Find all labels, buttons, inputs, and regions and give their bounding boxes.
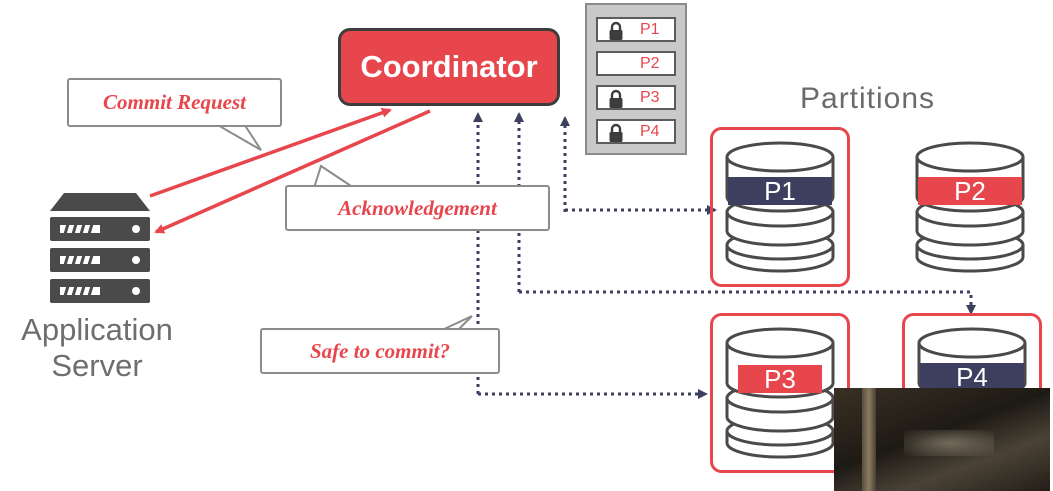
partition-label: P1 <box>764 176 796 206</box>
partition-p1: P1 <box>710 127 850 287</box>
partition-p3: P3 <box>710 313 850 473</box>
padlock-icon <box>609 21 623 40</box>
dotted-line-p4-h <box>519 290 976 315</box>
database-cylinder-icon <box>710 127 850 287</box>
lock-label: P4 <box>640 123 660 140</box>
commit-request-callout: Commit Request <box>67 78 282 127</box>
app-server-label-line1: Application <box>21 312 173 347</box>
lock-row-p3: P3 <box>596 85 676 110</box>
padlock-icon <box>609 89 623 108</box>
partition-label: P4 <box>956 362 988 392</box>
coordinator-label: Coordinator <box>360 49 538 84</box>
lock-label: P2 <box>640 55 660 72</box>
acknowledgement-tail <box>313 164 355 189</box>
webcam-glare <box>904 430 994 456</box>
partition-p2: P2 <box>900 127 1040 287</box>
webcam-video-overlay <box>834 388 1050 491</box>
acknowledgement-arrow <box>154 109 431 234</box>
lock-label: P1 <box>640 21 660 38</box>
partitions-title: Partitions <box>800 82 936 115</box>
database-cylinder-icon <box>915 141 1025 273</box>
commit-request-arrow <box>149 107 392 198</box>
lock-row-p2: P2 <box>596 51 676 76</box>
partition-label: P2 <box>954 176 986 206</box>
lock-table: P1 P2 P3 P4 <box>585 3 687 155</box>
server-rack-icon <box>50 193 150 303</box>
commit-request-text: Commit Request <box>103 90 246 114</box>
commit-request-tail <box>215 123 262 151</box>
lock-row-p1: P1 <box>596 17 676 42</box>
coordinator-box: Coordinator <box>338 28 560 106</box>
webcam-beam <box>862 388 876 491</box>
acknowledgement-text: Acknowledgement <box>338 195 497 220</box>
app-server-label-line2: Server <box>51 348 143 383</box>
safe-to-commit-callout: Safe to commit? <box>260 328 500 374</box>
acknowledgement-callout: Acknowledgement <box>285 185 550 231</box>
lock-label: P3 <box>640 89 660 106</box>
safe-to-commit-text: Safe to commit? <box>310 338 450 363</box>
app-server-label: Application Server <box>2 312 192 384</box>
lock-row-p4: P4 <box>596 119 676 144</box>
database-cylinder-icon <box>710 313 850 473</box>
padlock-icon <box>609 123 623 142</box>
partition-label: P3 <box>764 364 796 394</box>
